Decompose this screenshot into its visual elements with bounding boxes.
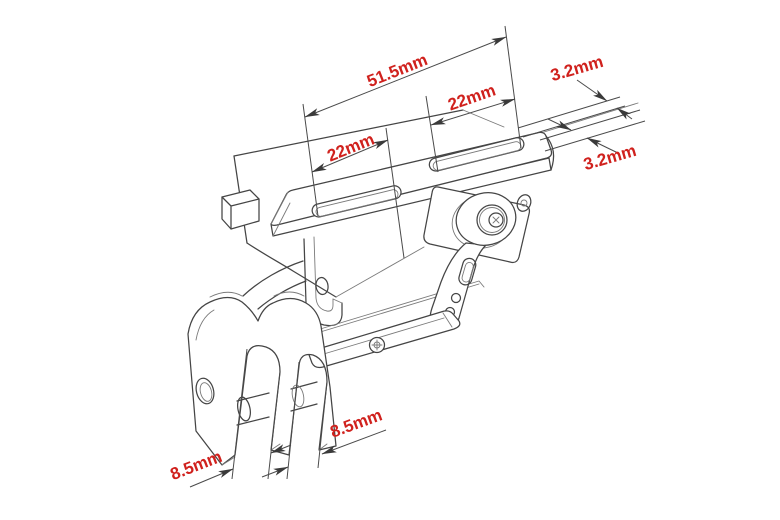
extension-line	[385, 127, 405, 259]
dimension-arrow	[547, 118, 572, 131]
dim-label-rear-slot-length: 22mm	[446, 81, 499, 115]
dimension-arrow	[321, 429, 387, 455]
fork-pin	[236, 381, 318, 426]
dim-label-right-fork-slot: 8.5mm	[328, 405, 385, 441]
dimension-arrow	[189, 468, 234, 488]
dim-label-left-fork-slot: 8.5mm	[168, 447, 225, 484]
horn-screw	[488, 212, 504, 228]
plate-front-slot	[311, 185, 402, 218]
dim-label-front-slot-length: 22mm	[324, 130, 377, 166]
dimension-arrow	[261, 466, 289, 478]
dimension-arrow	[270, 444, 292, 454]
extension-line	[231, 348, 328, 480]
horn-arm-slot	[458, 257, 477, 286]
bracket-hole	[315, 276, 329, 296]
extension-line	[504, 25, 522, 149]
dimension-line-plate-length	[304, 36, 507, 118]
servo-horn	[423, 186, 532, 331]
servo-body	[221, 109, 505, 298]
fork-side-hole	[195, 377, 215, 405]
dim-label-plate-thickness: 3.2mm	[581, 141, 638, 174]
dim-label-rear-slot-width: 3.2mm	[548, 52, 605, 85]
servo-side-tab	[221, 189, 260, 230]
extension-line	[302, 103, 319, 217]
mounting-plate	[270, 131, 555, 237]
dimension-line-front-slot	[311, 139, 389, 173]
fork-clamp	[187, 291, 337, 466]
dim-label-plate-length: 51.5mm	[364, 50, 430, 91]
horn-arm-hole	[450, 292, 462, 304]
plate-rear-slot	[428, 137, 525, 172]
dimension-annotations: 51.5mm 22mm 22mm 3.2mm 3.2mm 8.5mm 8.5mm	[168, 25, 646, 488]
dimension-arrow	[586, 137, 619, 154]
dimension-arrow	[616, 107, 633, 120]
dimension-line-rear-slot	[430, 98, 516, 126]
dimension-arrow	[576, 79, 608, 102]
extension-line	[517, 96, 626, 138]
control-lever	[307, 310, 461, 369]
